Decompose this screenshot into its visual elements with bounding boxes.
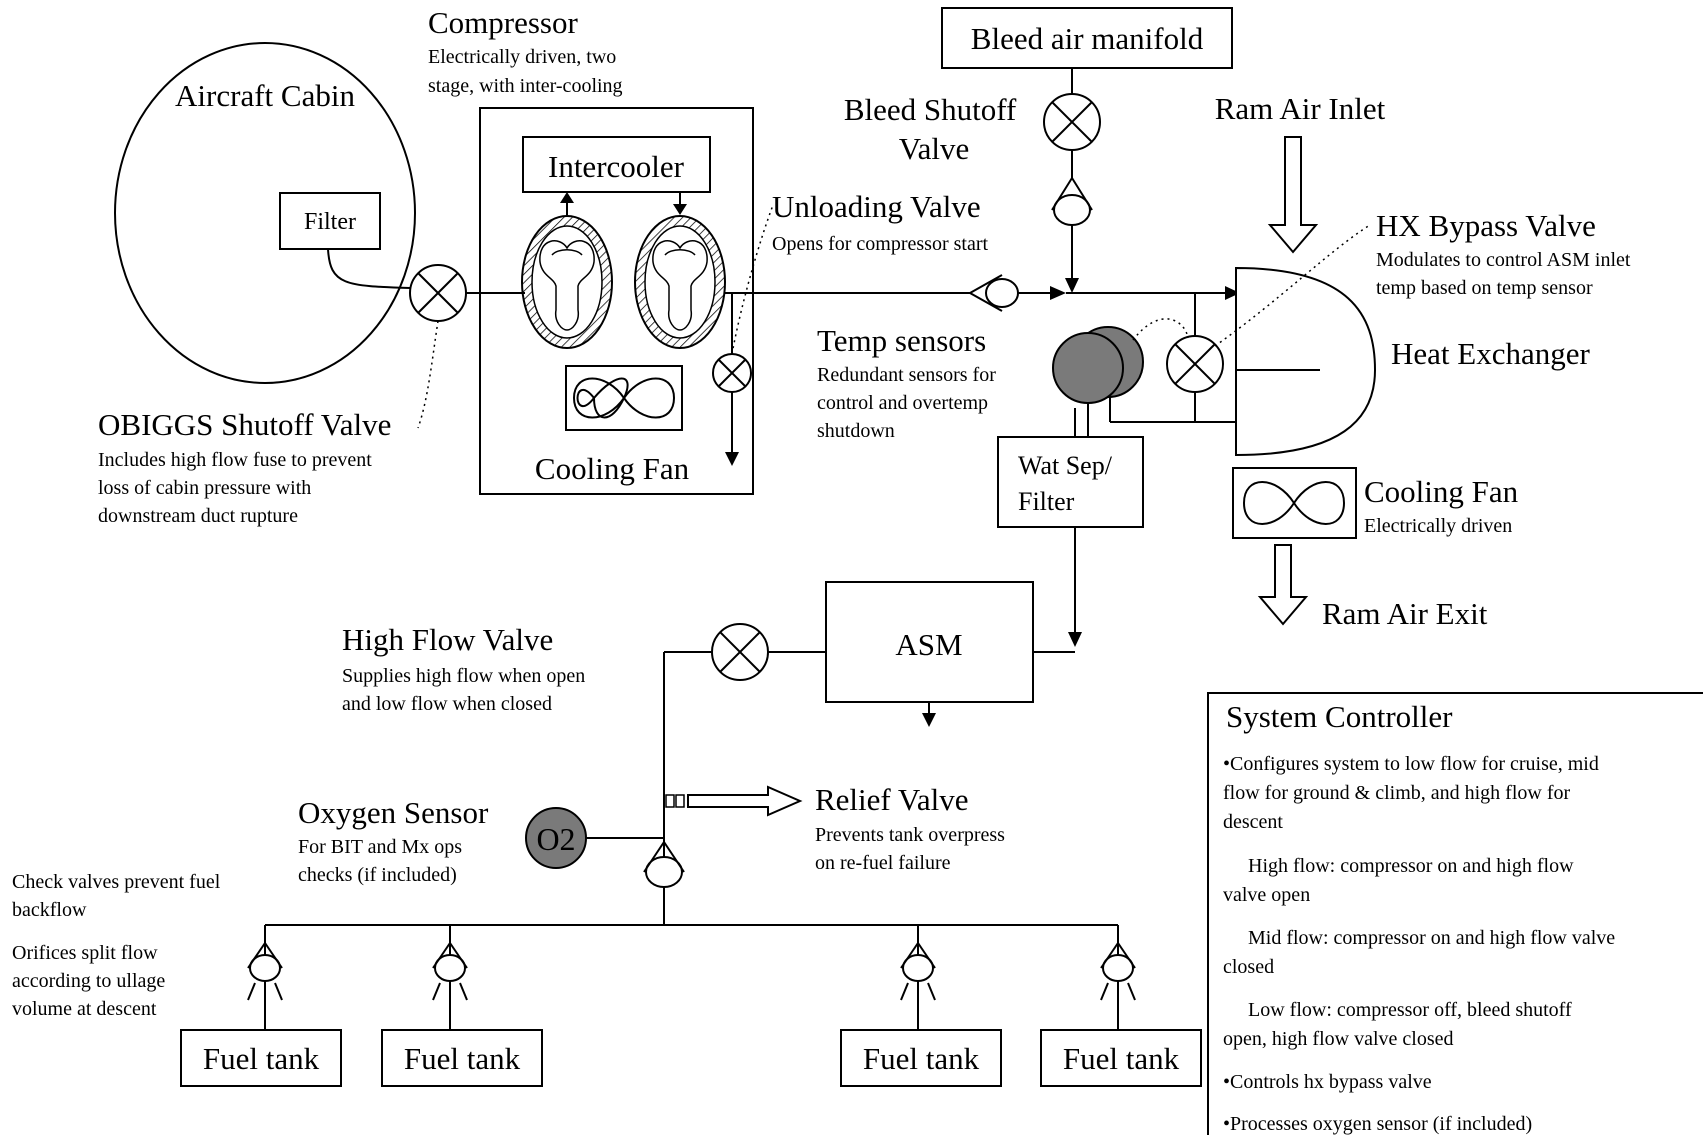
bleed-air-manifold-label: Bleed air manifold xyxy=(971,21,1204,56)
compressor-desc: Electrically driven, two stage, with int… xyxy=(428,46,623,97)
cabin-outlet-line xyxy=(327,248,411,289)
system-controller-text: •Configures system to low flow for cruis… xyxy=(1223,753,1620,1135)
arrow-down-icon xyxy=(725,452,739,466)
heat-exchanger-icon xyxy=(1235,266,1377,457)
sensor-signal-line xyxy=(1132,318,1189,341)
hx-cooling-fan-title: Cooling Fan xyxy=(1364,474,1519,509)
arrow-down-icon xyxy=(1065,278,1079,293)
intercooler: Intercooler xyxy=(522,136,711,193)
fuel-tank-2: Fuel tank xyxy=(381,1029,543,1087)
relief-valve-desc: Prevents tank overpress on re-fuel failu… xyxy=(815,824,1010,874)
fuel-tank-label: Fuel tank xyxy=(863,1041,980,1076)
bleed-air-manifold: Bleed air manifold xyxy=(941,7,1233,69)
compressor-title: Compressor xyxy=(428,5,579,40)
fuel-tank-label: Fuel tank xyxy=(1063,1041,1180,1076)
high-flow-valve-desc: Supplies high flow when open and low flo… xyxy=(342,665,590,715)
obiggs-shutoff-desc: Includes high flow fuse to prevent loss … xyxy=(98,449,377,527)
asm-module: ASM xyxy=(825,581,1034,703)
arrow-down-icon xyxy=(1068,632,1082,647)
ram-air-exit-label: Ram Air Exit xyxy=(1322,596,1488,631)
arrow-down-icon xyxy=(673,204,687,215)
bleed-shutoff-label: Bleed Shutoff Valve xyxy=(844,92,1024,166)
oxygen-sensor-symbol: O2 xyxy=(536,821,575,857)
wat-sep-label: Wat Sep/ Filter xyxy=(1018,451,1118,516)
system-controller-panel: System Controller •Configures system to … xyxy=(1207,692,1703,1135)
compressor-stage-1-icon xyxy=(521,215,613,349)
temp-sensors-title: Temp sensors xyxy=(817,323,986,358)
temp-sensors-desc: Redundant sensors for control and overte… xyxy=(817,364,1001,442)
check-valves-note: Check valves prevent fuel backflow xyxy=(12,871,225,921)
high-flow-valve-icon xyxy=(711,623,769,681)
ram-air-exit-arrow-icon xyxy=(1257,544,1309,626)
relief-valve-title: Relief Valve xyxy=(815,782,969,817)
intercooler-label: Intercooler xyxy=(548,149,685,184)
arrow-up-icon xyxy=(560,192,574,203)
ram-air-inlet-label: Ram Air Inlet xyxy=(1215,91,1386,126)
oxygen-sensor-title: Oxygen Sensor xyxy=(298,795,489,830)
arrow-right-icon xyxy=(1225,286,1240,300)
unloading-valve-icon xyxy=(712,353,752,393)
unloading-leader-line xyxy=(731,204,774,355)
hx-bypass-title: HX Bypass Valve xyxy=(1376,208,1596,243)
oxygen-sensor-desc: For BIT and Mx ops checks (if included) xyxy=(298,836,467,886)
unloading-valve-desc: Opens for compressor start xyxy=(772,233,988,255)
tank-branch-2 xyxy=(432,925,468,1030)
tank-branch-3 xyxy=(900,925,936,1030)
orifices-note: Orifices split flow according to ullage … xyxy=(12,942,170,1020)
tank-branch-4 xyxy=(1100,925,1136,1030)
compressor-cooling-fan-label: Cooling Fan xyxy=(535,451,690,486)
obiggs-shutoff-valve-icon xyxy=(409,264,467,322)
temp-sensor-icon xyxy=(1052,326,1144,404)
fuel-tank-label: Fuel tank xyxy=(404,1041,521,1076)
obiggs-leader-line xyxy=(417,320,439,429)
compressor-stage-2-icon xyxy=(634,215,726,349)
filter-label: Filter xyxy=(304,209,356,235)
hx-cooling-fan-icon xyxy=(1232,467,1357,539)
aircraft-cabin: Aircraft Cabin xyxy=(114,42,416,384)
unloading-valve-title: Unloading Valve xyxy=(772,189,981,224)
aircraft-cabin-label: Aircraft Cabin xyxy=(175,78,355,113)
hx-cooling-fan-desc: Electrically driven xyxy=(1364,515,1512,537)
arrow-down-icon xyxy=(922,713,936,727)
relief-valve-icon xyxy=(665,785,803,817)
asm-label: ASM xyxy=(895,627,962,662)
fuel-tank-1: Fuel tank xyxy=(180,1029,342,1087)
bleed-shutoff-valve-icon xyxy=(1043,93,1101,151)
heat-exchanger-label: Heat Exchanger xyxy=(1391,336,1590,371)
bleed-check-valve-icon xyxy=(1051,177,1093,226)
oxygen-sensor-icon: O2 xyxy=(525,807,587,869)
main-check-valve-icon xyxy=(643,841,685,888)
hx-bypass-valve-icon xyxy=(1166,335,1224,393)
ram-air-inlet-arrow-icon xyxy=(1267,136,1319,254)
fan-figure8 xyxy=(572,377,676,419)
system-controller-title: System Controller xyxy=(1226,699,1453,734)
check-valve-icon xyxy=(969,274,1019,312)
fuel-tank-3: Fuel tank xyxy=(840,1029,1002,1087)
fuel-tank-label: Fuel tank xyxy=(203,1041,320,1076)
hx-bypass-desc: Modulates to control ASM inlet temp base… xyxy=(1376,249,1635,299)
arrow-right-icon xyxy=(1050,286,1066,300)
water-separator-filter: Wat Sep/ Filter xyxy=(997,436,1144,528)
tank-branch-1 xyxy=(247,925,283,1030)
compressor-box xyxy=(479,107,754,495)
high-flow-valve-title: High Flow Valve xyxy=(342,622,553,657)
fuel-tank-4: Fuel tank xyxy=(1040,1029,1202,1087)
obiggs-shutoff-title: OBIGGS Shutoff Valve xyxy=(98,407,391,442)
cabin-filter: Filter xyxy=(279,192,381,250)
